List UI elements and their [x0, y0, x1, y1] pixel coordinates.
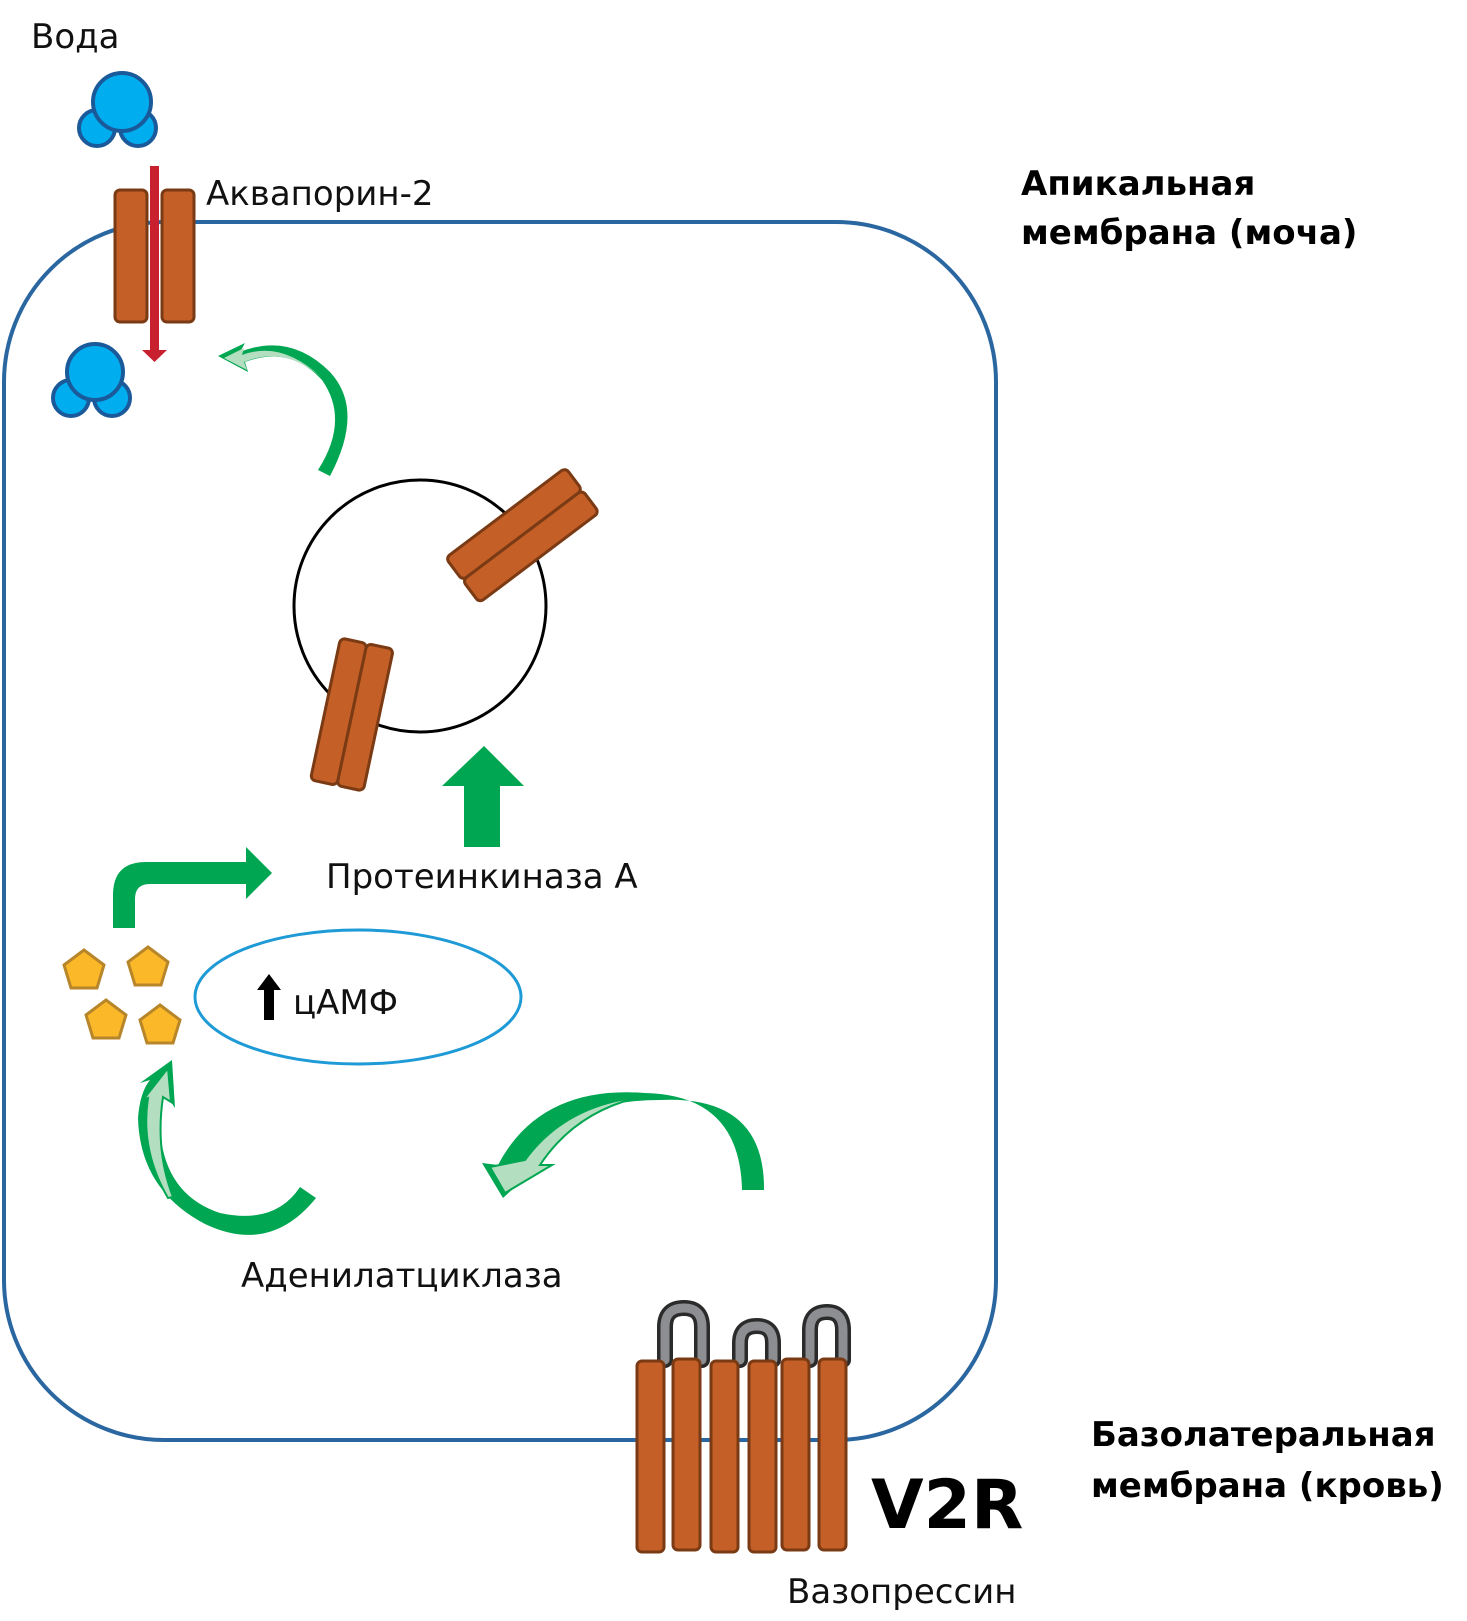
aquaporin-channel-icon	[446, 468, 599, 603]
up-arrow-icon	[257, 974, 281, 1020]
translocation-arrow	[218, 343, 348, 476]
basolateral-membrane-label-line2: мембрана (кровь)	[1091, 1466, 1444, 1506]
aquaporin-channel-icon	[113, 188, 196, 324]
basolateral-membrane-label-line1: Базолатеральная	[1091, 1415, 1436, 1455]
water-label: Вода	[31, 17, 119, 57]
pka-up-arrow	[442, 746, 524, 847]
camp-to-pka-arrow	[113, 847, 272, 928]
vesicle-icon	[292, 478, 548, 734]
adenylate-cyclase-label: Аденилатциклаза	[241, 1256, 563, 1296]
water-molecule-icon	[77, 71, 158, 148]
receptor-to-cyclase-arrow	[482, 1092, 765, 1198]
cell-membrane	[2, 220, 998, 1442]
gpcr-receptor-icon	[635, 1299, 851, 1554]
pka-label: Протеинкиназа А	[326, 857, 638, 897]
camp-ellipse	[193, 928, 523, 1066]
camp-label: цАМФ	[293, 983, 398, 1023]
vasopressin-label: Вазопрессин	[787, 1572, 1016, 1612]
receptor-label: V2R	[871, 1466, 1023, 1545]
aquaporin-label: Аквапорин-2	[206, 174, 434, 214]
cyclase-to-camp-arrow	[138, 1060, 316, 1235]
water-flow-arrow	[142, 166, 167, 362]
pentagon-icon	[62, 945, 182, 1045]
water-molecule-icon	[51, 342, 132, 418]
aquaporin-channel-icon	[309, 637, 394, 792]
apical-membrane-label-line1: Апикальная	[1021, 164, 1255, 204]
apical-membrane-label-line2: мембрана (моча)	[1021, 213, 1357, 253]
